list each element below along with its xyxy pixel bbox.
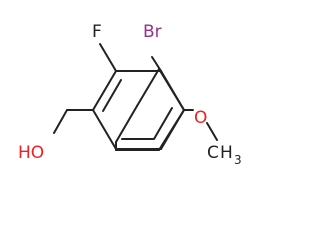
ring-top-edge: [92, 70, 117, 111]
bonds: [53, 43, 218, 151]
methyl-hydrogen-count: 3: [234, 153, 242, 167]
ring-inner-double-bond-right: [153, 107, 173, 140]
methyl-hydrogen-label: H: [220, 143, 233, 163]
hydroxyl-label: HO: [18, 143, 44, 163]
hydroxyl-bond: [53, 109, 68, 134]
molecular-structure-diagram: F Br HO O C H 3: [18, 22, 242, 167]
fluorine-label: F: [92, 22, 102, 42]
methoxy-oxygen-label: O: [194, 108, 207, 128]
ring-bond-c1-c2: [115, 105, 138, 143]
bromine-label: Br: [143, 22, 162, 42]
methoxy-methyl-bond: [206, 122, 218, 141]
methyl-label: C H 3: [207, 143, 242, 167]
methyl-carbon-label: C: [207, 143, 219, 163]
ring-bottom-right-edge: [160, 109, 185, 150]
ring-inner-double-bond-top: [102, 79, 122, 112]
fluoro-bond: [99, 43, 117, 72]
ring-right-edge: [160, 70, 185, 111]
ring-bond-c2-c3: [136, 68, 160, 107]
bromo-bond: [151, 56, 162, 72]
ring-bottom-left-edge: [92, 109, 117, 150]
